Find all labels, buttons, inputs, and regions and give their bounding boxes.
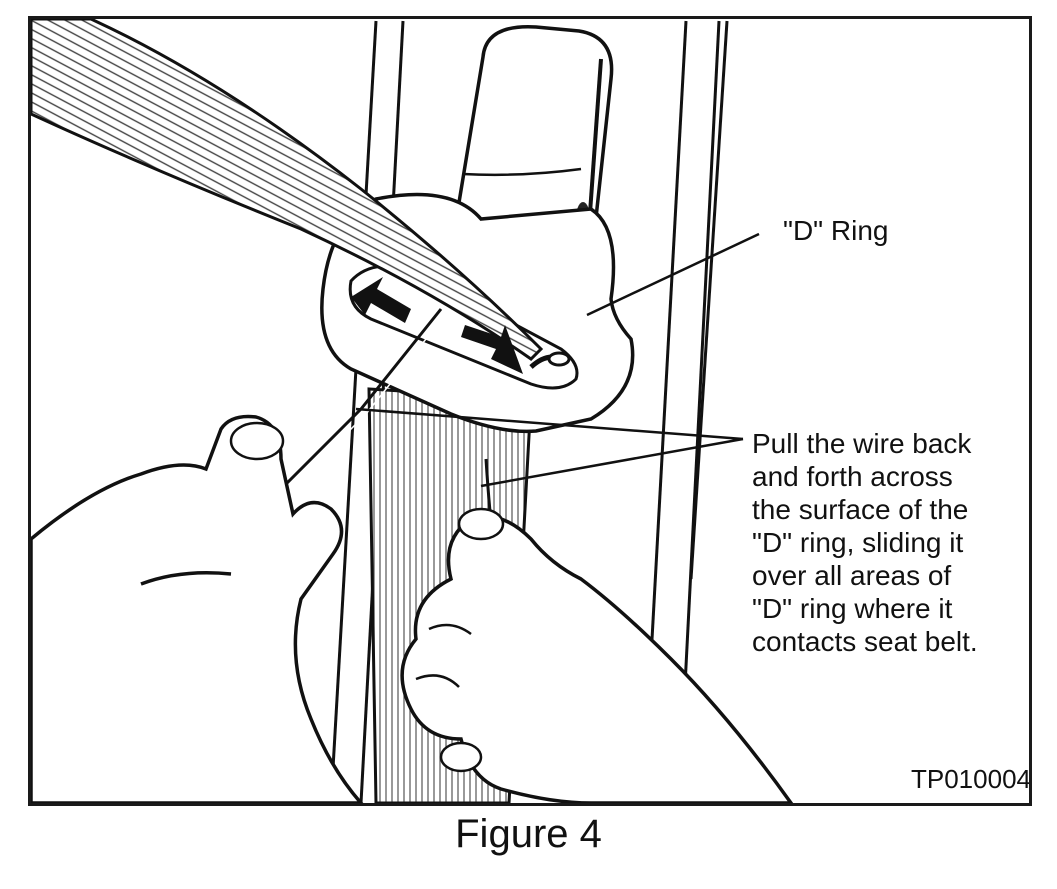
direction-arrows [351,277,523,374]
figure-caption: Figure 4 [455,812,602,856]
d-ring-label: "D" Ring [783,215,889,246]
instruction-line: the surface of the [752,494,969,525]
d-ring-cleaning-illustration [31,19,794,803]
figure-frame: "D" Ring Pull the wire back and forth ac… [28,16,1032,806]
arrow-left-icon [351,277,411,323]
arrow-right-icon [461,325,523,374]
figure-code: TP010004 [911,764,1031,794]
instruction-line: over all areas of [752,560,952,591]
instruction-line: Pull the wire back [752,428,972,459]
instruction-line: "D" ring where it [752,593,953,624]
leader-lines [355,232,760,488]
instruction-line: contacts seat belt. [752,626,978,657]
left-hand [31,414,364,803]
instruction-line: and forth across [752,461,953,492]
seat-belt-upper [31,19,544,361]
instruction-line: "D" ring, sliding it [752,527,964,558]
instruction-callout: Pull the wire back and forth across the … [752,427,1022,658]
